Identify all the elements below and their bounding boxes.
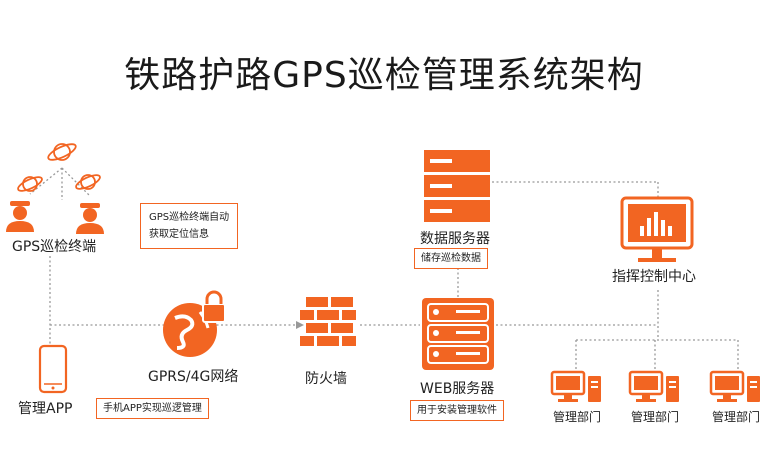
gps-note-line1: GPS巡检终端自动 bbox=[149, 212, 230, 223]
firewall-icon bbox=[300, 297, 356, 346]
guard-icon bbox=[6, 201, 34, 232]
web-server-icon bbox=[422, 298, 494, 370]
mobile-app-tag: 手机APP实现巡逻管理 bbox=[96, 398, 209, 419]
network-label: GPRS/4G网络 bbox=[148, 369, 239, 385]
data-server-label: 数据服务器 bbox=[420, 231, 490, 247]
phone-icon bbox=[38, 344, 68, 394]
arrow-to-firewall bbox=[296, 321, 304, 329]
monitor-chart-icon bbox=[620, 196, 694, 262]
department-computer-icon bbox=[550, 370, 601, 402]
gps-terminal-note: GPS巡检终端自动 获取定位信息 bbox=[140, 203, 239, 249]
web-server-label: WEB服务器 bbox=[420, 381, 495, 397]
diagram-title: 铁路护路GPS巡检管理系统架构 bbox=[124, 55, 644, 96]
data-server-icon bbox=[424, 150, 490, 222]
department-computer-icon bbox=[709, 370, 760, 402]
satellite-icon bbox=[47, 143, 77, 161]
satellite-icon bbox=[17, 176, 43, 192]
mobile-app-label: 管理APP bbox=[18, 401, 73, 417]
gps-terminal-label: GPS巡检终端 bbox=[12, 239, 97, 255]
department-label: 管理部门 bbox=[712, 410, 761, 424]
gps-note-line2: 获取定位信息 bbox=[149, 229, 209, 240]
department-label: 管理部门 bbox=[553, 410, 602, 424]
control-center-label: 指挥控制中心 bbox=[612, 269, 696, 285]
web-server-tag: 用于安装管理软件 bbox=[410, 400, 504, 421]
connector-sat-guard2 bbox=[61, 167, 91, 197]
guard-icon bbox=[76, 203, 104, 234]
data-server-tag: 储存巡检数据 bbox=[414, 248, 488, 269]
globe-lock-icon bbox=[163, 290, 226, 357]
firewall-label: 防火墙 bbox=[305, 371, 347, 387]
department-computer-icon bbox=[628, 370, 679, 402]
department-label: 管理部门 bbox=[631, 410, 680, 424]
satellite-icon bbox=[75, 174, 101, 190]
